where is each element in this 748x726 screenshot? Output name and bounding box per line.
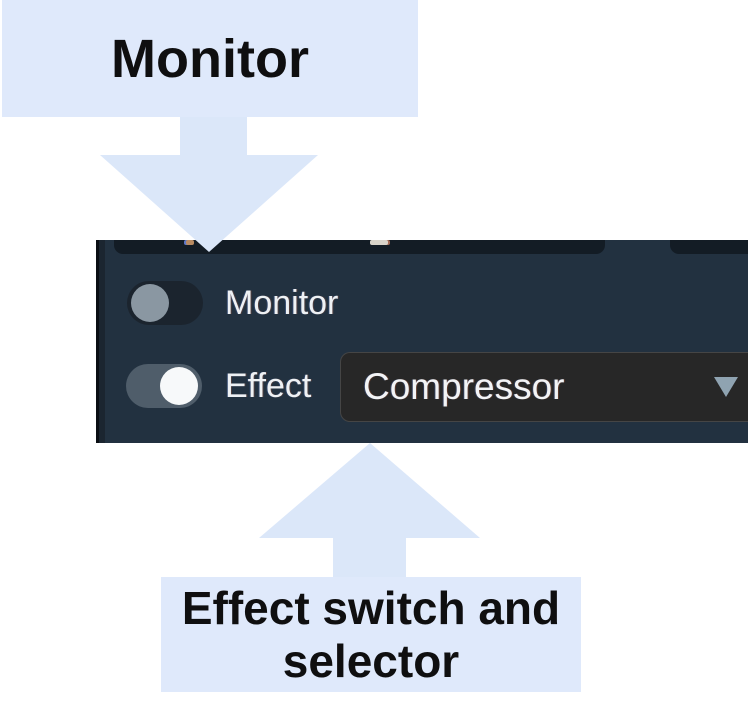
effect-toggle-label: Effect [225,367,312,405]
arrow-down-head-icon [100,155,318,252]
monitor-toggle-label: Monitor [225,284,339,322]
toggle-knob [131,284,169,322]
callout-monitor-label: Monitor [2,0,418,117]
cutoff-control-right [670,240,748,254]
panel-left-edge [99,240,105,443]
callout-effect-label: Effect switch and selector [161,577,581,692]
panel-left-border [96,240,99,443]
toggle-knob [160,367,198,405]
callout-effect-line2: selector [282,634,460,687]
chevron-down-icon [714,377,738,397]
callout-monitor-text: Monitor [111,28,309,89]
monitor-toggle[interactable] [127,281,203,325]
effect-toggle[interactable] [126,364,202,408]
callout-effect-text: Effect switch and selector [182,582,560,688]
callout-effect-line1: Effect switch and [181,581,561,634]
audio-settings-panel: Monitor Effect Compressor [96,240,748,443]
arrow-up-stem [333,537,406,578]
cutoff-text-artifact [370,240,388,245]
arrow-down-stem [180,114,247,156]
effect-selector-value: Compressor [363,366,565,407]
effect-selector-dropdown[interactable]: Compressor [340,352,748,422]
arrow-up-head-icon [259,443,480,538]
